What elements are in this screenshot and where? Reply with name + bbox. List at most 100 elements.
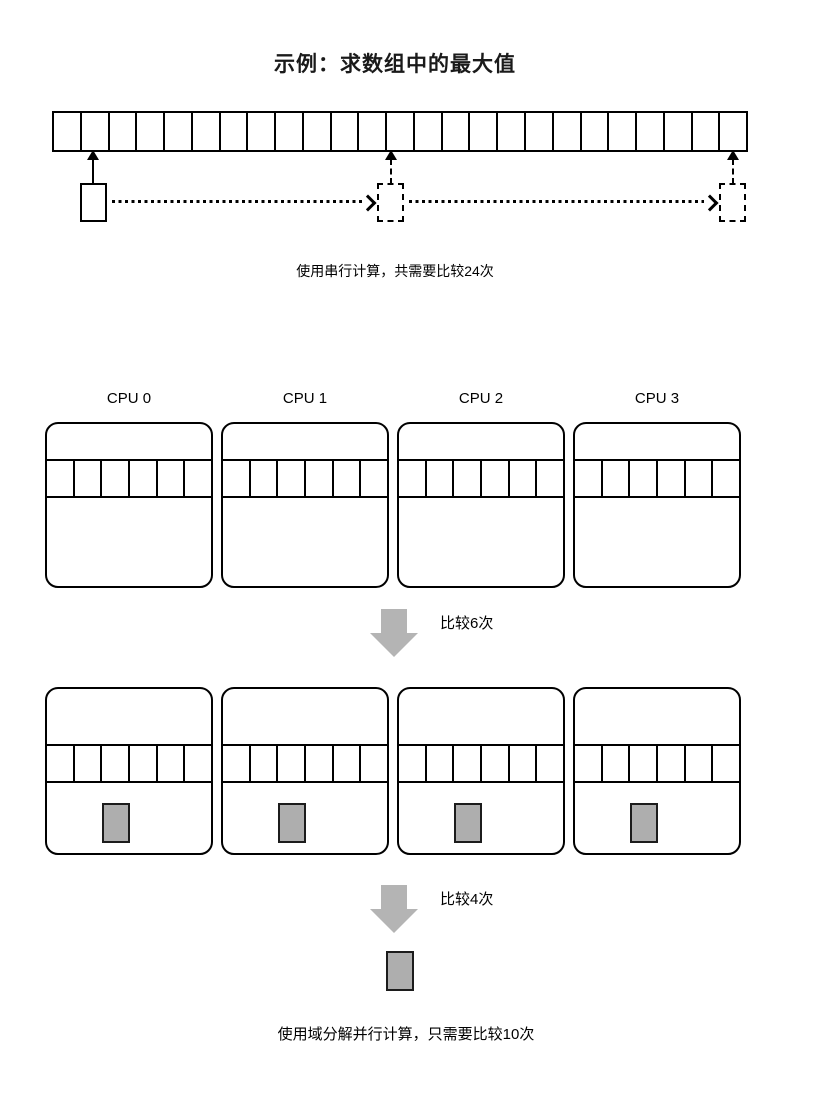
array-cell xyxy=(603,746,631,781)
array-cell xyxy=(165,113,193,150)
dashed-up-arrow-line xyxy=(732,159,734,184)
right-chevron-icon xyxy=(701,194,719,212)
array-cell xyxy=(278,461,307,496)
array-cell xyxy=(361,461,387,496)
array-cell xyxy=(334,746,362,781)
cpu-label-3: CPU 3 xyxy=(634,390,680,407)
array-cell xyxy=(537,746,563,781)
array-cell xyxy=(82,113,110,150)
cpu-box-3 xyxy=(573,422,741,588)
array-cell xyxy=(158,746,186,781)
array-cell xyxy=(482,746,510,781)
array-cell xyxy=(554,113,582,150)
right-chevron-icon xyxy=(359,194,377,212)
array-cell xyxy=(306,461,334,496)
array-cell xyxy=(47,461,75,496)
cpu-strip xyxy=(575,459,739,498)
array-cell xyxy=(137,113,166,150)
array-cell xyxy=(482,461,510,496)
down-arrow-head xyxy=(370,633,418,657)
array-cell xyxy=(278,746,307,781)
array-cell xyxy=(526,113,554,150)
cpu-box-0 xyxy=(45,422,213,588)
array-cell xyxy=(361,746,387,781)
cpu-strip xyxy=(223,744,387,783)
array-cell xyxy=(193,113,221,150)
array-cell xyxy=(637,113,665,150)
array-cell xyxy=(720,113,746,150)
array-cell xyxy=(306,746,334,781)
array-cell xyxy=(185,746,211,781)
dashed-tracker-box-mid xyxy=(377,183,404,222)
array-cell xyxy=(102,746,131,781)
array-cell xyxy=(510,461,538,496)
array-cell xyxy=(54,113,82,150)
global-max-box xyxy=(386,951,414,991)
array-cell xyxy=(713,461,739,496)
array-cell xyxy=(582,113,610,150)
cpu-result-box-0 xyxy=(45,687,213,855)
array-cell xyxy=(75,461,103,496)
array-cell xyxy=(427,461,455,496)
array-cell xyxy=(415,113,443,150)
array-cell xyxy=(130,461,158,496)
local-max-box xyxy=(278,803,306,843)
array-cell xyxy=(686,461,714,496)
dashed-up-arrow-line xyxy=(390,159,392,184)
array-cell xyxy=(251,746,279,781)
array-cell xyxy=(276,113,304,150)
cpu-label-0: CPU 0 xyxy=(106,390,152,407)
array-cell xyxy=(185,461,211,496)
cpu-strip xyxy=(223,459,387,498)
dashed-up-arrow-icon xyxy=(385,150,397,160)
serial-array xyxy=(52,111,748,152)
array-cell xyxy=(686,746,714,781)
array-cell xyxy=(387,113,415,150)
array-cell xyxy=(454,461,483,496)
down-arrow-head xyxy=(370,909,418,933)
array-cell xyxy=(510,746,538,781)
array-cell xyxy=(158,461,186,496)
array-cell xyxy=(223,461,251,496)
array-cell xyxy=(130,746,158,781)
cpu-box-1 xyxy=(221,422,389,588)
array-cell xyxy=(575,746,603,781)
array-cell xyxy=(332,113,360,150)
array-cell xyxy=(537,461,563,496)
array-cell xyxy=(427,746,455,781)
array-cell xyxy=(454,746,483,781)
cpu-box-2 xyxy=(397,422,565,588)
cpu-strip xyxy=(47,459,211,498)
cpu-label-2: CPU 2 xyxy=(458,390,504,407)
array-cell xyxy=(75,746,103,781)
dashed-up-arrow-icon xyxy=(727,150,739,160)
page-title: 示例：求数组中的最大值 xyxy=(274,53,516,76)
compare-step1-label: 比较6次 xyxy=(440,615,494,632)
cpu-strip xyxy=(575,744,739,783)
compare-step2-label: 比较4次 xyxy=(440,891,494,908)
up-arrow-icon xyxy=(87,150,99,160)
array-cell xyxy=(658,746,686,781)
array-cell xyxy=(609,113,638,150)
array-cell xyxy=(304,113,332,150)
array-cell xyxy=(575,461,603,496)
parallel-caption: 使用域分解并行计算，只需要比较10次 xyxy=(277,1026,535,1043)
array-cell xyxy=(665,113,693,150)
cpu-strip xyxy=(47,744,211,783)
local-max-box xyxy=(454,803,482,843)
array-cell xyxy=(248,113,277,150)
array-cell xyxy=(498,113,527,150)
array-cell xyxy=(359,113,388,150)
cpu-result-box-1 xyxy=(221,687,389,855)
cpu-result-box-3 xyxy=(573,687,741,855)
local-max-box xyxy=(102,803,130,843)
local-max-box xyxy=(630,803,658,843)
array-cell xyxy=(630,461,659,496)
dashed-tracker-box-end xyxy=(719,183,746,222)
array-cell xyxy=(443,113,471,150)
array-cell xyxy=(470,113,499,150)
array-cell xyxy=(658,461,686,496)
array-cell xyxy=(399,461,427,496)
dotted-arrow-line xyxy=(112,200,364,203)
